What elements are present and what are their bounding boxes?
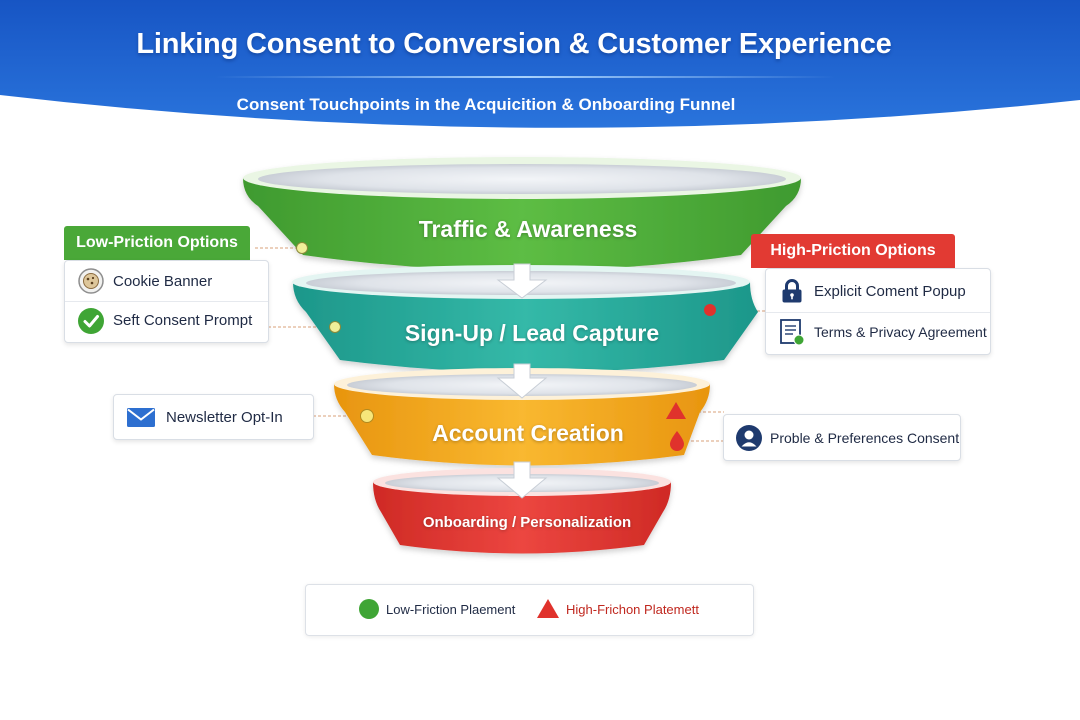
page-title: Linking Consent to Conversion & Customer… <box>136 28 892 60</box>
legend-item-high-friction: High-Frichon Platemett <box>536 598 699 620</box>
red-triangle-icon <box>537 599 559 618</box>
high-friction-marker <box>670 431 684 451</box>
check-circle-icon <box>78 307 104 334</box>
legend-high-friction-label: High-Frichon Platemett <box>566 601 699 617</box>
cookie-banner-option[interactable]: Cookie Banner <box>65 262 268 300</box>
stage-label-signup: Sign-Up / Lead Capture <box>404 320 660 346</box>
soft-consent-prompt-option[interactable]: Seft Consent Prompt <box>65 301 268 339</box>
low-friction-options-card: Cookie Banner Seft Consent Prompt <box>64 260 269 343</box>
low-friction-panel-header: Low-Priction Options <box>64 226 250 260</box>
newsletter-opt-in-card[interactable]: Newsletter Opt-In <box>113 394 314 440</box>
legend-low-friction-label: Low-Friction Plaement <box>386 601 516 617</box>
low-friction-marker <box>296 242 308 254</box>
high-friction-marker <box>704 304 716 316</box>
stage-label-traffic: Traffic & Awareness <box>418 216 638 242</box>
flow-arrows <box>496 263 548 499</box>
terms-privacy-agreement-label: Terms & Privacy Agreement <box>814 323 987 340</box>
lock-icon <box>782 279 802 303</box>
title-divider <box>215 76 835 78</box>
funnel-stage-traffic <box>243 157 801 271</box>
low-friction-marker <box>329 321 341 333</box>
newsletter-opt-in-label: Newsletter Opt-In <box>166 408 283 426</box>
profile-preferences-label: Proble & Preferences Consent <box>770 429 960 446</box>
cookie-banner-label: Cookie Banner <box>113 272 213 290</box>
high-friction-marker <box>666 402 686 419</box>
header-banner <box>0 0 1080 128</box>
document-icon <box>780 318 805 345</box>
page-subtitle: Consent Touchpoints in the Acquicition &… <box>236 95 736 114</box>
explicit-consent-popup-option[interactable]: Explicit Coment Popup <box>766 272 990 310</box>
stage-label-account: Account Creation <box>432 420 624 446</box>
cookie-icon <box>78 268 104 294</box>
profile-preferences-card[interactable]: Proble & Preferences Consent <box>723 414 961 461</box>
green-circle-icon <box>359 599 379 619</box>
legend: Low-Friction Plaement High-Frichon Plate… <box>305 584 754 636</box>
terms-privacy-agreement-option[interactable]: Terms & Privacy Agreement <box>766 312 990 350</box>
high-friction-options-card: Explicit Coment Popup Terms & Privacy Ag… <box>765 268 991 355</box>
stage-label-onboarding: Onboarding / Personalization <box>422 514 632 531</box>
user-profile-icon <box>736 424 762 451</box>
soft-consent-prompt-label: Seft Consent Prompt <box>113 312 253 329</box>
funnel-stage-onboarding <box>373 468 671 554</box>
envelope-icon <box>127 408 155 427</box>
low-friction-marker <box>360 409 374 423</box>
high-friction-panel-header: High-Priction Options <box>751 234 955 268</box>
legend-item-low-friction: Low-Friction Plaement <box>358 598 515 620</box>
explicit-consent-popup-label: Explicit Coment Popup <box>814 282 966 300</box>
